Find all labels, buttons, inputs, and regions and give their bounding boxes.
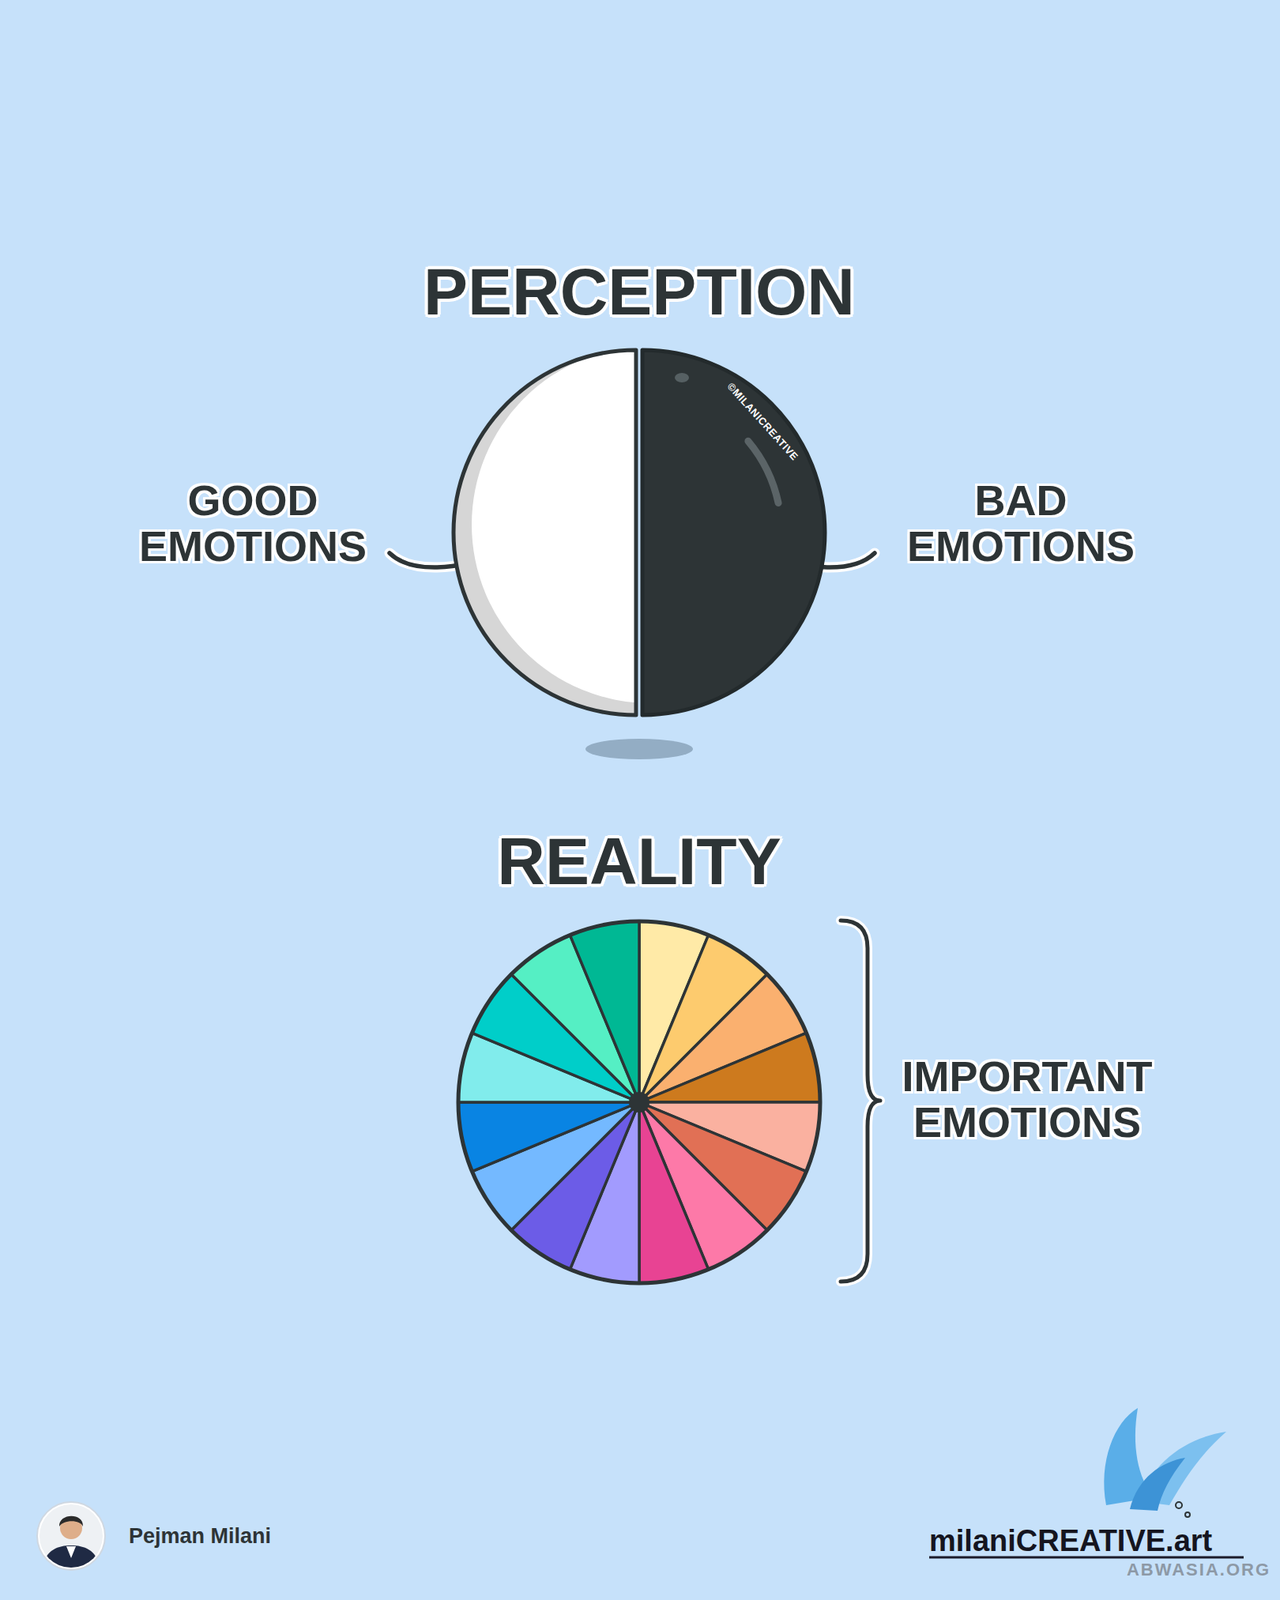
label-anchor: Pejman Milani (128, 1523, 272, 1549)
wheel-slice (569, 921, 640, 1103)
emotion-label: BAD EMOTIONS (878, 477, 1164, 569)
good-half (453, 346, 829, 716)
wheel-hub (628, 1091, 650, 1113)
emotion-label: GOOD EMOTIONS (110, 477, 396, 569)
label-anchor: milaniCREATIVE.art (929, 1525, 1213, 1556)
label-anchor: IMPORTANT EMOTIONS (884, 1053, 1170, 1145)
heading-text: REALITY (496, 823, 781, 900)
wheel-slice (639, 1032, 821, 1103)
wheel-shape (452, 915, 826, 1289)
circle-shape (452, 346, 826, 720)
author-name: Pejman Milani (128, 1523, 272, 1549)
bad-half (642, 350, 825, 716)
avatar-photo (37, 1502, 106, 1573)
label-anchor: BAD EMOTIONS (878, 477, 1164, 569)
site-watermark: ABWASIA.ORG (1106, 1560, 1271, 1580)
curly-brace (840, 920, 881, 1282)
label-anchor: ABWASIA.ORG (1106, 1560, 1271, 1580)
brand-logo-text: milaniCREATIVE.art (929, 1525, 1213, 1556)
heading-text: PERCEPTION (423, 253, 855, 331)
wheel-slice (639, 1102, 709, 1284)
wheel-slice (458, 1102, 640, 1172)
split-circle: PERCEPTION (452, 346, 826, 720)
bird-logo (1103, 1408, 1227, 1518)
logo-underline (929, 1556, 1244, 1559)
emotion-label: IMPORTANT EMOTIONS (884, 1053, 1170, 1145)
wheel-rim (458, 921, 821, 1284)
emotion-wheel: REALITY (452, 915, 826, 1289)
label-anchor: GOOD EMOTIONS (110, 477, 396, 569)
drop-shadow (585, 738, 693, 760)
